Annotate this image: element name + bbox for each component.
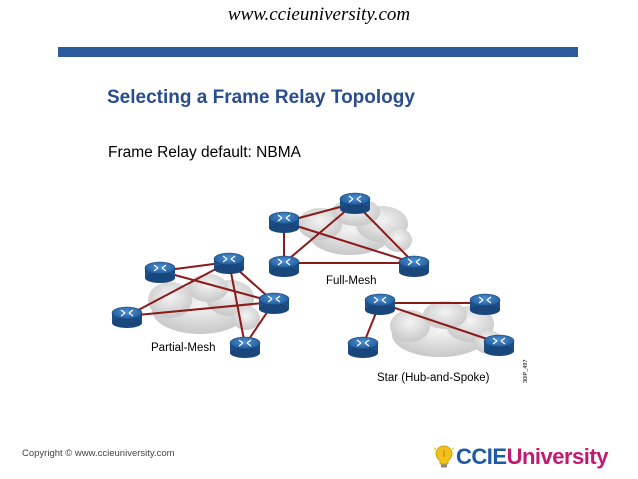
router-icon — [268, 255, 300, 278]
slide-title: Selecting a Frame Relay Topology — [107, 87, 415, 108]
router-icon — [144, 261, 176, 284]
router-icon — [213, 252, 245, 275]
lightbulb-icon — [433, 445, 455, 468]
figure-code: 30IP_497 — [523, 359, 529, 383]
router-icon — [483, 334, 515, 357]
router-icon — [258, 292, 290, 315]
router-icon — [268, 211, 300, 234]
full-mesh-label: Full-Mesh — [326, 275, 376, 287]
site-url: www.ccieuniversity.com — [227, 4, 411, 25]
router-icon — [347, 336, 379, 359]
router-icon — [469, 293, 501, 316]
copyright-text: Copyright © www.ccieuniversity.com — [22, 448, 175, 459]
partial-mesh-label: Partial-Mesh — [151, 342, 216, 354]
router-icon — [398, 255, 430, 278]
star-label: Star (Hub-and-Spoke) — [377, 372, 490, 384]
hub-router-icon — [364, 293, 396, 316]
router-icon — [339, 192, 371, 215]
brand-part-ccie: CCIE — [456, 444, 507, 469]
brand-wordmark: CCIEUniversity — [456, 443, 608, 471]
router-icon — [111, 306, 143, 329]
slide-subtitle: Frame Relay default: NBMA — [108, 144, 301, 161]
title-bar — [58, 47, 578, 57]
router-icon — [229, 336, 261, 359]
brand-part-university: University — [506, 444, 609, 469]
